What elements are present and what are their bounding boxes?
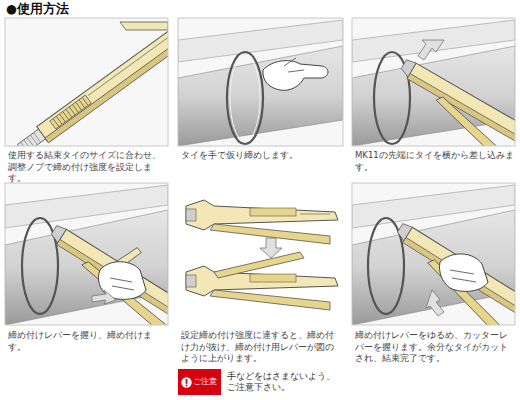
caution-badge: ご注意 — [178, 369, 221, 395]
step6-figure — [352, 183, 515, 325]
step1-figure — [5, 18, 168, 146]
caution-box: ご注意手などをはさまないよう、ご注意下さい。 — [178, 369, 345, 395]
step3-figure — [352, 18, 515, 146]
step-caption: タイを手で仮り締めします。 — [181, 150, 341, 162]
step5-figure — [186, 200, 338, 310]
step4-figure — [5, 183, 168, 325]
caution-text: 手などをはさまないよう、ご注意下さい。 — [227, 371, 343, 393]
step-caption: MK11の先端にタイを横から差し込みます。 — [355, 150, 515, 173]
step-caption: 設定締め付け強度に達すると、締め付け力が抜け、締め付け用レバーが図のように上がり… — [181, 330, 341, 365]
step-caption: 使用する結束タイのサイズに合わせ、調整ノブで締め付け強度を設定します。 — [8, 150, 168, 185]
caution-heading: ご注意 — [193, 377, 217, 387]
step-caption: 締め付けレバーを握り、締め付けます。 — [8, 330, 168, 353]
step2-figure — [178, 18, 343, 146]
step-caption: 締め付けレバーをゆるめ、カッターレバーを握ります。余分なタイがカットされ、結束完… — [355, 330, 515, 365]
warning-icon — [181, 377, 192, 388]
page-title: ●使用方法 — [6, 1, 69, 18]
